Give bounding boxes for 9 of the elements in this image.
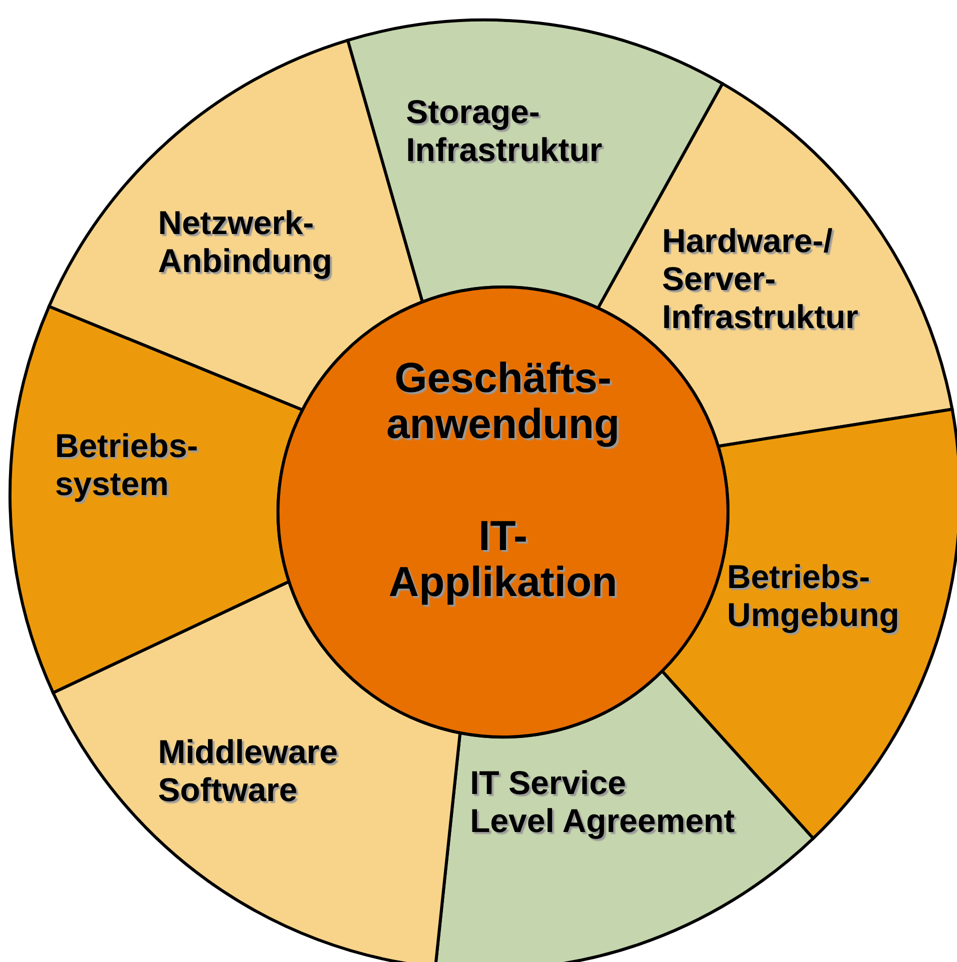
center-label: Geschäfts- anwendung: [386, 355, 620, 447]
segment-label: Storage- Infrastruktur: [406, 93, 602, 169]
segment-label: Betriebs- system: [55, 427, 198, 503]
segment-label: Betriebs- Umgebung: [727, 558, 900, 634]
segment-label: Middleware Software: [158, 733, 338, 809]
segment-label: Netzwerk- Anbindung: [158, 204, 332, 280]
center-label: IT- Applikation: [388, 513, 618, 605]
segment-label: Hardware-/ Server- Infrastruktur: [662, 222, 858, 336]
segment-label: IT Service Level Agreement: [470, 764, 735, 840]
